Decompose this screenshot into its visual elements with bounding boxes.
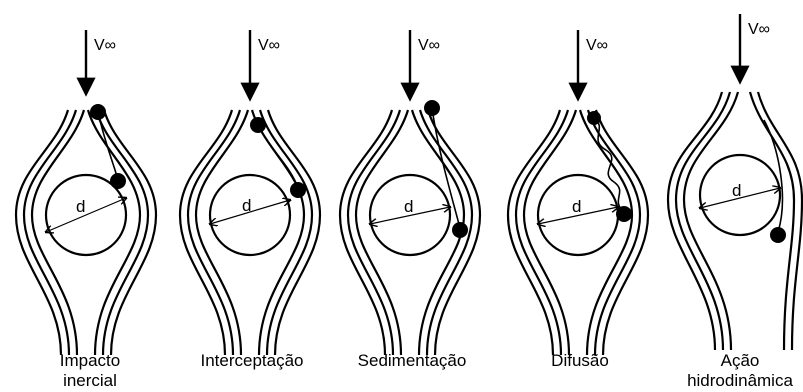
velocity-label: V∞: [94, 37, 116, 54]
label-acao-line1: Ação: [721, 351, 760, 370]
velocity-arrow: V∞: [578, 30, 608, 97]
label-impacto-line2: inercial: [63, 371, 117, 390]
panel-impacto-inercial: V∞ d: [16, 30, 156, 355]
label-sedimentacao: Sedimentação: [358, 351, 467, 370]
particle-captured: [452, 222, 468, 238]
velocity-label: V∞: [748, 21, 770, 38]
velocity-label: V∞: [418, 37, 440, 54]
diameter-label: d: [76, 197, 85, 216]
particle-captured: [290, 182, 306, 198]
panel-interceptacao: V∞ d: [180, 30, 320, 355]
label-acao-line2: hidrodinâmica: [687, 371, 793, 390]
particle-start: [250, 117, 266, 133]
panel-difusao: V∞ d: [508, 30, 648, 355]
particle-captured: [616, 206, 632, 222]
label-interceptacao: Interceptação: [200, 351, 303, 370]
velocity-label: V∞: [586, 37, 608, 54]
label-difusao: Difusão: [551, 351, 609, 370]
label-impacto-line1: Impacto: [60, 351, 120, 370]
velocity-arrow: V∞: [740, 14, 770, 80]
panel-sedimentacao: V∞ d: [340, 30, 480, 355]
velocity-arrow: V∞: [250, 30, 280, 97]
velocity-arrow: V∞: [410, 30, 440, 97]
velocity-arrow: V∞: [86, 30, 116, 92]
particle-start: [587, 111, 601, 125]
diameter-label: d: [732, 181, 741, 200]
diameter-label: d: [242, 196, 251, 215]
collector-circle: [210, 175, 290, 255]
diameter-label: d: [572, 197, 581, 216]
particle-captured: [770, 227, 786, 243]
particle-start: [90, 104, 106, 120]
velocity-label: V∞: [258, 37, 280, 54]
particle-start: [424, 100, 440, 116]
particle-captured: [110, 173, 126, 189]
diameter-label: d: [404, 197, 413, 216]
panel-acao-hidrodinamica: V∞ d: [668, 14, 802, 350]
